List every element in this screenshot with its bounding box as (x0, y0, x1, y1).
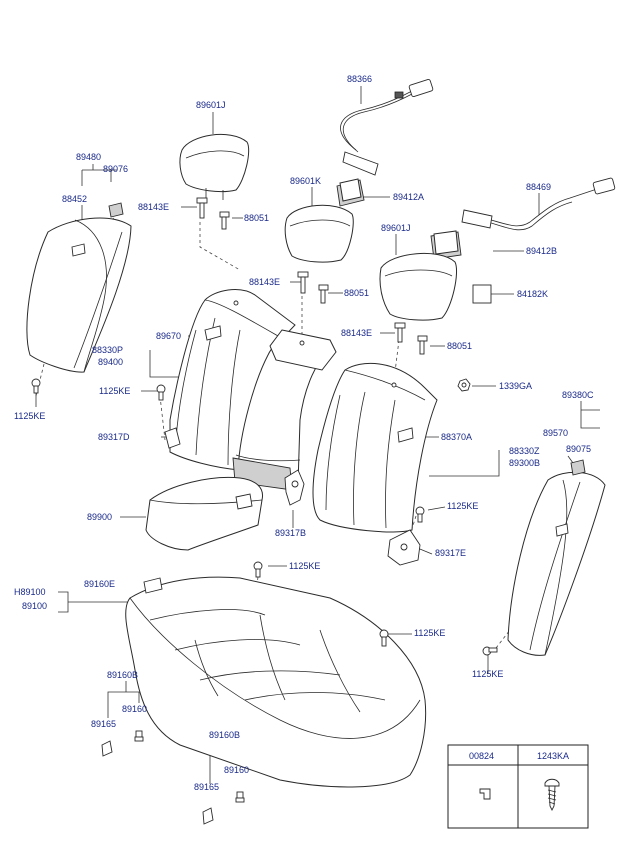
label-89601j-left: 89601J (196, 100, 226, 110)
guide-88143e-b (297, 271, 309, 294)
buckle-89412b (430, 230, 462, 260)
label-1125ke-right: 1125KE (447, 501, 478, 511)
buckle-89412a (336, 178, 365, 207)
label-88051-a: 88051 (244, 213, 269, 223)
label-89165-left: 89165 (91, 719, 116, 729)
table-header-00824: 00824 (469, 751, 494, 761)
label-89400: 89400 (98, 357, 123, 367)
label-1125ke-rb: 1125KE (472, 669, 503, 679)
cap-icon (479, 788, 491, 800)
label-88143e-a: 88143E (138, 202, 169, 212)
label-89480: 89480 (76, 152, 101, 162)
headrest-89601j-left (179, 134, 250, 200)
label-89601k: 89601K (290, 176, 321, 186)
label-89160-left: 89160 (122, 704, 147, 714)
label-88330z: 88330Z (509, 446, 540, 456)
clip-89165-bottom (202, 807, 214, 825)
wire-harness-lower (461, 177, 616, 231)
label-1125ke-seat-a: 1125KE (289, 561, 320, 571)
label-89300b: 89300B (509, 458, 540, 468)
bracket-89317e (387, 529, 421, 566)
label-89160-bottom: 89160 (224, 765, 249, 775)
label-88143e-b: 88143E (249, 277, 280, 287)
wire-harness-upper (340, 78, 434, 176)
clip-89160-left (134, 730, 144, 742)
headrest-89601k (284, 204, 354, 263)
guide-88143e-c (394, 322, 406, 343)
label-89601j-right: 89601J (381, 223, 411, 233)
guide-88051-a (219, 211, 230, 230)
side-bolster-right (507, 459, 606, 656)
label-84182k: 84182K (517, 289, 548, 299)
seatback-right (312, 362, 438, 533)
label-1125ke-back: 1125KE (99, 386, 130, 396)
label-88330p: 88330P (92, 345, 123, 355)
bracket-89317d (164, 427, 181, 449)
label-89160b-left: 89160B (107, 670, 138, 680)
table-header-1243ka: 1243KA (537, 751, 569, 761)
label-89317e: 89317E (435, 548, 466, 558)
seatback-left (169, 289, 296, 471)
bolt-1125ke-right (415, 506, 425, 523)
clip-89160-bottom (235, 791, 245, 803)
label-1125ke-seat-b: 1125KE (414, 628, 445, 638)
nut-1339ga (457, 378, 471, 392)
label-89076: 89076 (103, 164, 128, 174)
side-bolster-left (26, 202, 132, 373)
guide-88051-c (417, 335, 428, 355)
pad-84182k (472, 284, 492, 304)
seat-cushion (125, 576, 427, 788)
label-89317b: 89317B (275, 528, 306, 538)
callout-labels: 88366 89601J 89480 89076 88452 88143E 88… (14, 74, 594, 792)
label-1339ga: 1339GA (499, 381, 532, 391)
bolt-1125ke-seat-a (253, 561, 263, 578)
armrest-89900 (145, 476, 264, 551)
label-1125ke-left: 1125KE (14, 411, 45, 421)
headrest-89601j-right (379, 252, 457, 321)
label-89412a: 89412A (393, 192, 424, 202)
label-88452: 88452 (62, 194, 87, 204)
bolt-1125ke-seat-b (379, 629, 389, 647)
label-88051-c: 88051 (447, 341, 472, 351)
label-88051-b: 88051 (344, 288, 369, 298)
label-89165-bottom: 89165 (194, 782, 219, 792)
parts-table: 00824 1243KA (447, 744, 589, 829)
label-89075: 89075 (566, 444, 591, 454)
bolt-1125ke-back (156, 384, 166, 401)
label-88143e-c: 88143E (341, 328, 372, 338)
label-89160b-bottom: 89160B (209, 730, 240, 740)
label-89670: 89670 (156, 331, 181, 341)
label-89317d: 89317D (98, 432, 130, 442)
bolt-1125ke-left (31, 378, 41, 394)
label-88469: 88469 (526, 182, 551, 192)
label-88366: 88366 (347, 74, 372, 84)
label-89412b: 89412B (526, 246, 557, 256)
guide-88143e-a (196, 197, 208, 219)
label-89100: 89100 (22, 601, 47, 611)
label-88370a: 88370A (441, 432, 472, 442)
label-89380c: 89380C (562, 390, 594, 400)
label-h89100: H89100 (14, 587, 46, 597)
label-89900: 89900 (87, 512, 112, 522)
bracket-89317b (284, 469, 305, 506)
clip-89165-left (101, 740, 113, 757)
screw-icon (544, 778, 560, 812)
guide-88051-b (318, 284, 329, 304)
label-89160e: 89160E (84, 579, 115, 589)
bolt-1125ke-rb (482, 646, 498, 656)
label-89570: 89570 (543, 428, 568, 438)
